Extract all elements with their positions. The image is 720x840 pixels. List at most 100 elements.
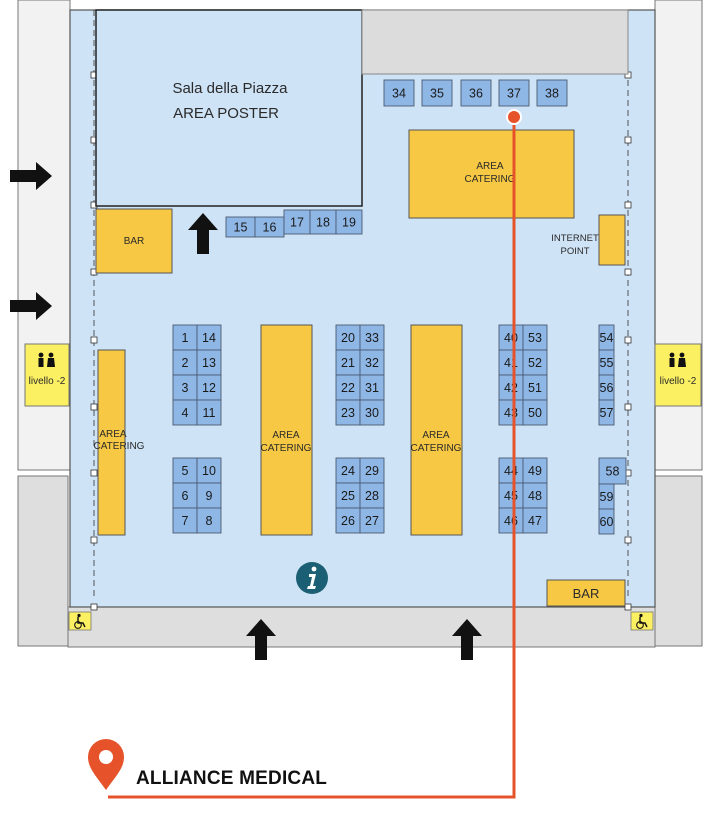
bar-bottom-right[interactable]: BAR (546, 579, 626, 607)
booth-number: 32 (365, 356, 379, 370)
booth-5[interactable]: 5 (172, 457, 198, 484)
booth-51[interactable]: 51 (522, 374, 548, 401)
booth-32[interactable]: 32 (359, 349, 385, 376)
booth-26[interactable]: 26 (335, 507, 361, 534)
booth-number: 10 (202, 464, 216, 478)
info-icon[interactable] (296, 562, 328, 594)
location-pin-icon[interactable] (88, 739, 124, 790)
booth-27[interactable]: 27 (359, 507, 385, 534)
booth-7[interactable]: 7 (172, 507, 198, 534)
booth-47[interactable]: 47 (522, 507, 548, 534)
booth-57[interactable]: 57 (598, 399, 615, 426)
booth-31[interactable]: 31 (359, 374, 385, 401)
livello-left[interactable]: livello -2 (24, 343, 70, 407)
booth-49[interactable]: 49 (522, 457, 548, 484)
booth-17[interactable]: 17 (283, 209, 311, 235)
sala-della-piazza-area-poster[interactable]: Sala della Piazza AREA POSTER (95, 9, 363, 207)
entrance-arrow-icon (10, 292, 52, 320)
booth-44[interactable]: 44 (498, 457, 524, 484)
booth-54[interactable]: 54 (598, 324, 615, 351)
booth-18[interactable]: 18 (309, 209, 337, 235)
booth-15[interactable]: 15 (225, 216, 256, 238)
booth-46[interactable]: 46 (498, 507, 524, 534)
booth-number: 14 (202, 331, 216, 345)
area-catering-center-1[interactable]: AREA CATERING (260, 324, 313, 536)
booth-58[interactable]: 58 (598, 457, 627, 485)
booth-29[interactable]: 29 (359, 457, 385, 484)
booth-number: 36 (469, 87, 483, 101)
pillars (90, 71, 632, 611)
booth-number: 44 (504, 464, 518, 478)
area-catering-center-2[interactable]: AREA CATERING (410, 324, 463, 536)
booth-35[interactable]: 35 (421, 79, 453, 107)
booth-25[interactable]: 25 (335, 482, 361, 509)
booth-10[interactable]: 10 (196, 457, 222, 484)
booth-number: 16 (263, 221, 277, 235)
booth-33[interactable]: 33 (359, 324, 385, 351)
booth-12[interactable]: 12 (196, 374, 222, 401)
pillar (624, 268, 632, 276)
booth-3[interactable]: 3 (172, 374, 198, 401)
booth-number: 27 (365, 514, 379, 528)
building-walls (17, 0, 703, 648)
booth-number: 13 (202, 356, 216, 370)
area-catering-top[interactable]: AREA CATERING (408, 129, 575, 219)
booth-38[interactable]: 38 (536, 79, 568, 107)
catering-c2-label-2: CATERING (411, 443, 462, 454)
booth-52[interactable]: 52 (522, 349, 548, 376)
booth-24[interactable]: 24 (335, 457, 361, 484)
booth-2[interactable]: 2 (172, 349, 198, 376)
booth-40[interactable]: 40 (498, 324, 524, 351)
booth-48[interactable]: 48 (522, 482, 548, 509)
booth-14[interactable]: 14 (196, 324, 222, 351)
booth-4[interactable]: 4 (172, 399, 198, 426)
booth-37[interactable]: 37 (498, 79, 530, 107)
pillar (624, 536, 632, 544)
booth-60[interactable]: 60 (598, 508, 615, 535)
booth-number: 3 (182, 381, 189, 395)
booth-number: 43 (504, 406, 518, 420)
booth-number: 23 (341, 406, 355, 420)
booth-28[interactable]: 28 (359, 482, 385, 509)
booth-number: 34 (392, 87, 406, 101)
booth-9[interactable]: 9 (196, 482, 222, 509)
booth-8[interactable]: 8 (196, 507, 222, 534)
livello-right[interactable]: livello -2 (654, 343, 702, 407)
booth-11[interactable]: 11 (196, 399, 222, 426)
booth-23[interactable]: 23 (335, 399, 361, 426)
booth-56[interactable]: 56 (598, 374, 615, 401)
booth-1[interactable]: 1 (172, 324, 198, 351)
booth-20[interactable]: 20 (335, 324, 361, 351)
booth-42[interactable]: 42 (498, 374, 524, 401)
booth-43[interactable]: 43 (498, 399, 524, 426)
booth-location-dot (506, 109, 522, 125)
booth-34[interactable]: 34 (383, 79, 415, 107)
entrance-arrow-icon (188, 213, 218, 254)
booth-13[interactable]: 13 (196, 349, 222, 376)
booth-41[interactable]: 41 (498, 349, 524, 376)
booth-30[interactable]: 30 (359, 399, 385, 426)
booth-16[interactable]: 16 (254, 216, 285, 238)
booth-22[interactable]: 22 (335, 374, 361, 401)
area-catering-left[interactable]: AREA CATERING (94, 349, 145, 536)
booth-59[interactable]: 59 (598, 483, 615, 510)
booth-number: 51 (528, 381, 542, 395)
booth-55[interactable]: 55 (598, 349, 615, 376)
bar-left[interactable]: BAR (95, 208, 173, 274)
booth-number: 56 (600, 381, 614, 395)
booth-19[interactable]: 19 (335, 209, 363, 235)
booth-6[interactable]: 6 (172, 482, 198, 509)
internet-label-2: POINT (560, 246, 589, 257)
poster-room-title: Sala della Piazza (172, 80, 288, 97)
booth-53[interactable]: 53 (522, 324, 548, 351)
pillar (90, 469, 98, 477)
entrance-arrow-icon (452, 619, 482, 660)
booth-50[interactable]: 50 (522, 399, 548, 426)
booth-45[interactable]: 45 (498, 482, 524, 509)
exhibitor-name[interactable]: ALLIANCE MEDICAL (136, 768, 328, 789)
booth-number: 49 (528, 464, 542, 478)
booth-21[interactable]: 21 (335, 349, 361, 376)
booth-36[interactable]: 36 (460, 79, 492, 107)
internet-point[interactable]: INTERNET POINT (551, 214, 626, 266)
wheelchair-icon (630, 611, 654, 631)
